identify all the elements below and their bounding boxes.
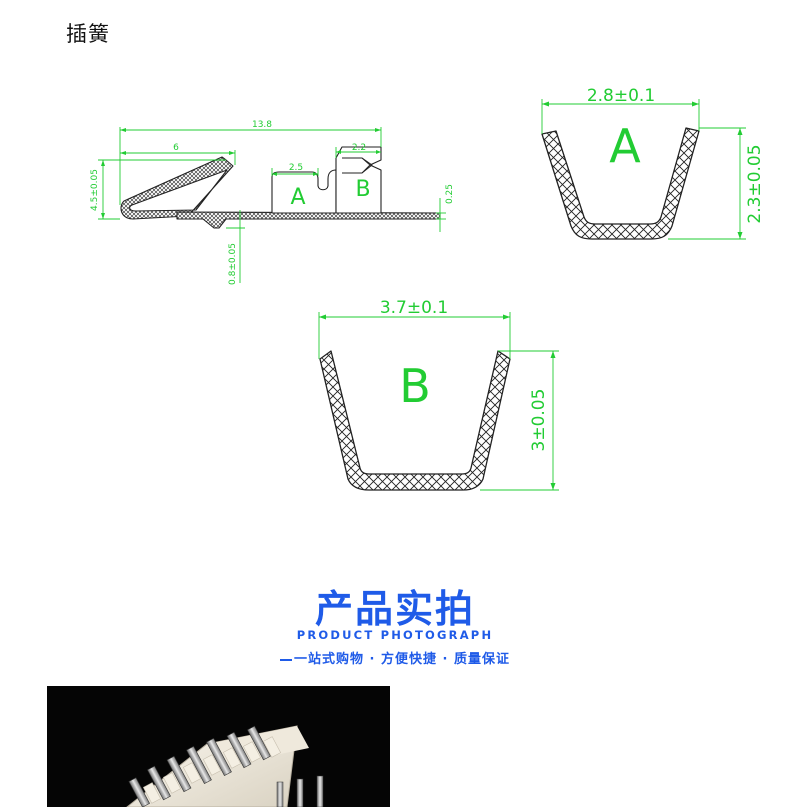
section-a-dim-lines — [541, 99, 746, 240]
technical-drawing: A B — [90, 86, 765, 491]
photo-section-slogan: 一站式购物 · 方便快捷 · 质量保证 — [0, 648, 790, 667]
section-a-height: 2.3±0.05 — [745, 144, 765, 223]
section-b-height: 3±0.05 — [529, 389, 549, 452]
main-dimension-arrows — [101, 128, 381, 219]
section-a-width: 2.8±0.1 — [587, 86, 655, 106]
dim-width-b: 2.2 — [352, 143, 366, 153]
product-photo — [47, 686, 390, 807]
section-b-view: B 3.7±0.1 3±0.05 — [318, 298, 559, 491]
main-view: A B — [90, 120, 455, 285]
dim-spring-length: 6 — [173, 143, 179, 153]
terminal-outline — [120, 146, 441, 229]
dim-width-a: 2.5 — [289, 163, 303, 173]
dim-offset: 0.8±0.05 — [228, 243, 238, 285]
section-b-width: 3.7±0.1 — [380, 298, 448, 318]
section-a-label: A — [609, 119, 641, 173]
page-title: 插簧 — [66, 22, 110, 46]
dim-thickness: 0.25 — [445, 184, 455, 204]
section-b-label: B — [399, 359, 431, 413]
main-label-a: A — [290, 185, 305, 210]
photo-section-subtitle: PRODUCT PHOTOGRAPH — [296, 628, 494, 642]
section-a-dim-arrows — [542, 101, 743, 239]
connector-image — [126, 725, 324, 807]
main-dimension-lines — [98, 127, 446, 283]
photo-section-title: 产品实拍 — [314, 587, 475, 631]
section-b-dim-lines — [318, 312, 559, 491]
section-a-view: A 2.8±0.1 2.3±0.05 — [541, 86, 765, 240]
slogan-dash — [280, 658, 292, 661]
section-a-profile — [541, 127, 700, 240]
dim-height: 4.5±0.05 — [90, 169, 100, 211]
dim-total-length: 13.8 — [252, 120, 272, 130]
section-b-dim-arrows — [319, 314, 556, 490]
slogan-text: 一站式购物 · 方便快捷 · 质量保证 — [294, 652, 510, 667]
main-label-b: B — [355, 177, 370, 202]
